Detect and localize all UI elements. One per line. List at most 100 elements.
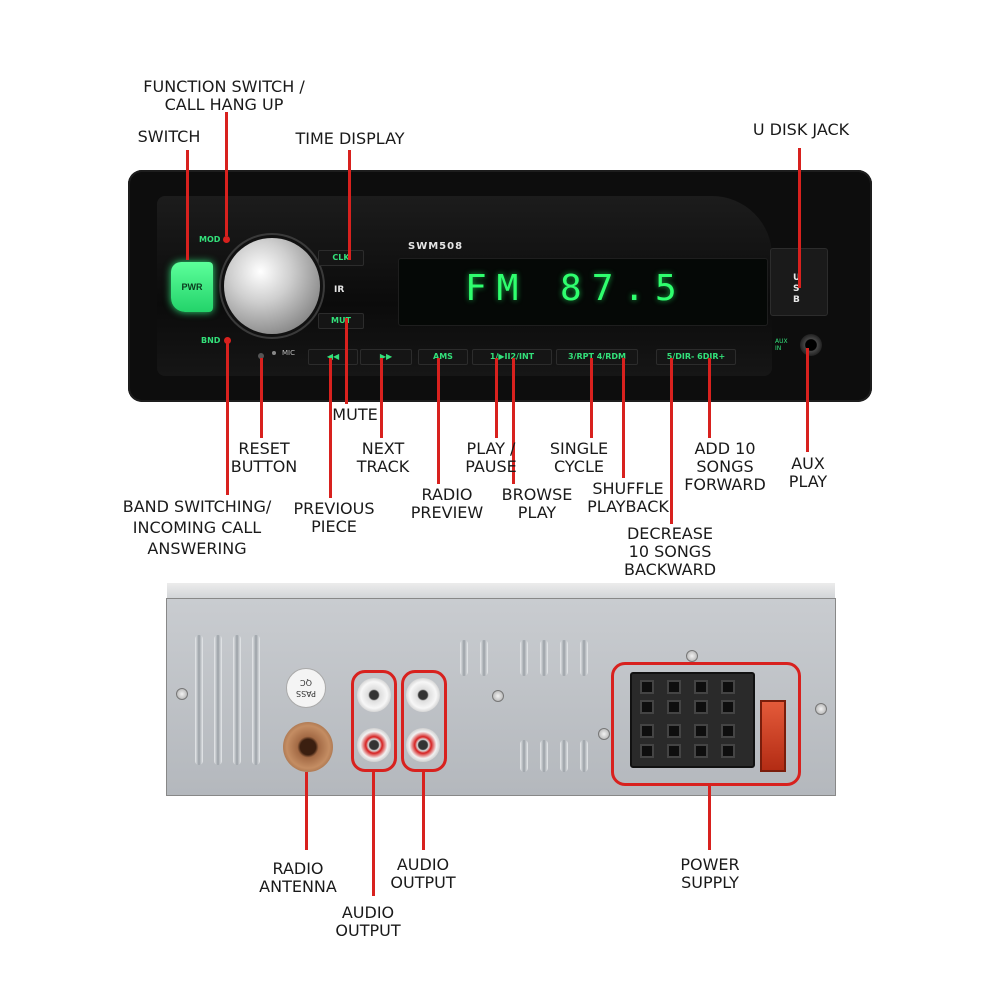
reset-hole[interactable] — [258, 353, 264, 359]
label-radio-preview: RADIO PREVIEW — [411, 486, 483, 522]
ir-sensor-label: IR — [334, 285, 345, 295]
label-line: CYCLE — [554, 457, 604, 476]
aux-jack[interactable] — [800, 334, 822, 356]
label-line: OUTPUT — [335, 921, 401, 940]
power-button[interactable]: PWR — [171, 262, 213, 312]
leader-radio-antenna — [305, 772, 308, 850]
vent-slot — [520, 640, 528, 676]
vent-slot — [214, 635, 222, 765]
label-line: AUDIO — [396, 855, 450, 874]
label-decrease-10-songs: DECREASE 10 SONGS BACKWARD — [624, 525, 716, 579]
leader-power-supply — [708, 786, 711, 850]
ams-button[interactable]: AMS — [418, 349, 468, 365]
mod-button-label: MOD — [199, 235, 221, 244]
leader-shuffle — [622, 358, 625, 478]
label-line: PREVIOUS — [293, 499, 375, 518]
connector-pin — [721, 700, 735, 714]
usb-letter-b: B — [793, 295, 800, 305]
screw — [598, 728, 610, 740]
label-line: ANSWERING — [147, 539, 247, 558]
lcd-display — [398, 258, 768, 326]
leader-add-10 — [708, 358, 711, 438]
usb-letter-u: U — [793, 273, 801, 283]
leader-play-pause — [495, 358, 498, 438]
label-line: OUTPUT — [390, 873, 456, 892]
leader-next-track — [380, 358, 383, 438]
label-line: PLAYBACK — [587, 497, 669, 516]
aux-in-label: AUX IN — [775, 338, 788, 352]
clk-button[interactable]: CLK — [318, 250, 364, 266]
vent-slot — [560, 740, 568, 772]
label-u-disk-jack: U DISK JACK — [752, 120, 850, 139]
vent-slot — [480, 640, 488, 676]
vent-slot — [520, 740, 528, 772]
label-line: PLAY / — [466, 439, 516, 458]
leader-reset — [260, 358, 263, 438]
connector-pin — [694, 700, 708, 714]
screw — [176, 688, 188, 700]
vent-slot — [580, 640, 588, 676]
label-line: PLAY — [517, 503, 557, 522]
ams-button-label: AMS — [433, 352, 453, 361]
audio-output-highlight-left — [351, 670, 397, 772]
connector-pin — [667, 724, 681, 738]
rpt-rdm-button[interactable]: 3/RPT 4/RDM — [556, 349, 638, 365]
fuse — [760, 700, 786, 772]
leader-decrease-10 — [670, 358, 673, 524]
power-supply-highlight — [611, 662, 801, 786]
mod-indicator-dot — [223, 236, 230, 243]
model-name: SWM508 — [408, 241, 464, 252]
play-pause-button-label: 1/▶II2/INT — [489, 352, 535, 361]
vent-slot — [580, 740, 588, 772]
screw — [686, 650, 698, 662]
connector-pin — [667, 744, 681, 758]
label-line: TRACK — [356, 457, 410, 476]
leader-function-switch — [225, 112, 228, 236]
label-line: ANTENNA — [259, 877, 337, 896]
rpt-rdm-button-label: 3/RPT 4/RDM — [567, 352, 626, 361]
dir-button[interactable]: 5/DIR- 6DIR+ — [656, 349, 736, 365]
connector-pin — [694, 744, 708, 758]
label-line: AUDIO — [341, 903, 395, 922]
rca-jack-red-right[interactable] — [406, 728, 440, 762]
label-play-pause: PLAY / PAUSE — [465, 440, 517, 476]
connector-pin — [694, 724, 708, 738]
label-line: CALL HANG UP — [164, 95, 284, 114]
volume-knob[interactable] — [224, 238, 320, 334]
antenna-socket[interactable] — [283, 722, 333, 772]
leader-u-disk — [798, 148, 801, 288]
label-line: ADD 10 — [694, 439, 756, 458]
label-line: FUNCTION SWITCH / — [143, 77, 305, 96]
vent-slot — [540, 740, 548, 772]
label-time-display: TIME DISPLAY — [295, 129, 405, 148]
label-line: AUX — [791, 454, 825, 473]
label-single-cycle: SINGLE CYCLE — [550, 440, 608, 476]
connector-pin — [721, 744, 735, 758]
label-shuffle-playback: SHUFFLE PLAYBACK — [587, 480, 669, 516]
leader-aux-play — [806, 348, 809, 452]
vent-slot — [460, 640, 468, 676]
connector-pin — [694, 680, 708, 694]
rca-jack-red-left[interactable] — [357, 728, 391, 762]
leader-audio-output-lower — [372, 772, 375, 896]
leader-radio-preview — [437, 358, 440, 484]
dir-button-label: 5/DIR- 6DIR+ — [666, 352, 726, 361]
label-line: PLAY — [788, 472, 828, 491]
connector-pin — [640, 724, 654, 738]
label-line: BROWSE — [501, 485, 573, 504]
prev-button[interactable]: ◀◀ — [308, 349, 358, 365]
label-audio-output-lower: AUDIO OUTPUT — [335, 904, 400, 940]
mut-button-label: MUT — [331, 316, 351, 325]
leader-band-switching — [226, 340, 229, 495]
mic-label: MIC — [282, 349, 295, 357]
label-line: PIECE — [311, 517, 357, 536]
leader-previous-piece — [329, 358, 332, 498]
label-line: RADIO — [272, 859, 324, 878]
next-button[interactable]: ▶▶ — [360, 349, 412, 365]
power-button-label: PWR — [181, 282, 203, 292]
label-line: SONGS — [696, 457, 754, 476]
label-browse-play: BROWSE PLAY — [502, 486, 573, 522]
mut-button[interactable]: MUT — [318, 313, 364, 329]
connector-pin — [667, 700, 681, 714]
label-line: FORWARD — [684, 475, 766, 494]
